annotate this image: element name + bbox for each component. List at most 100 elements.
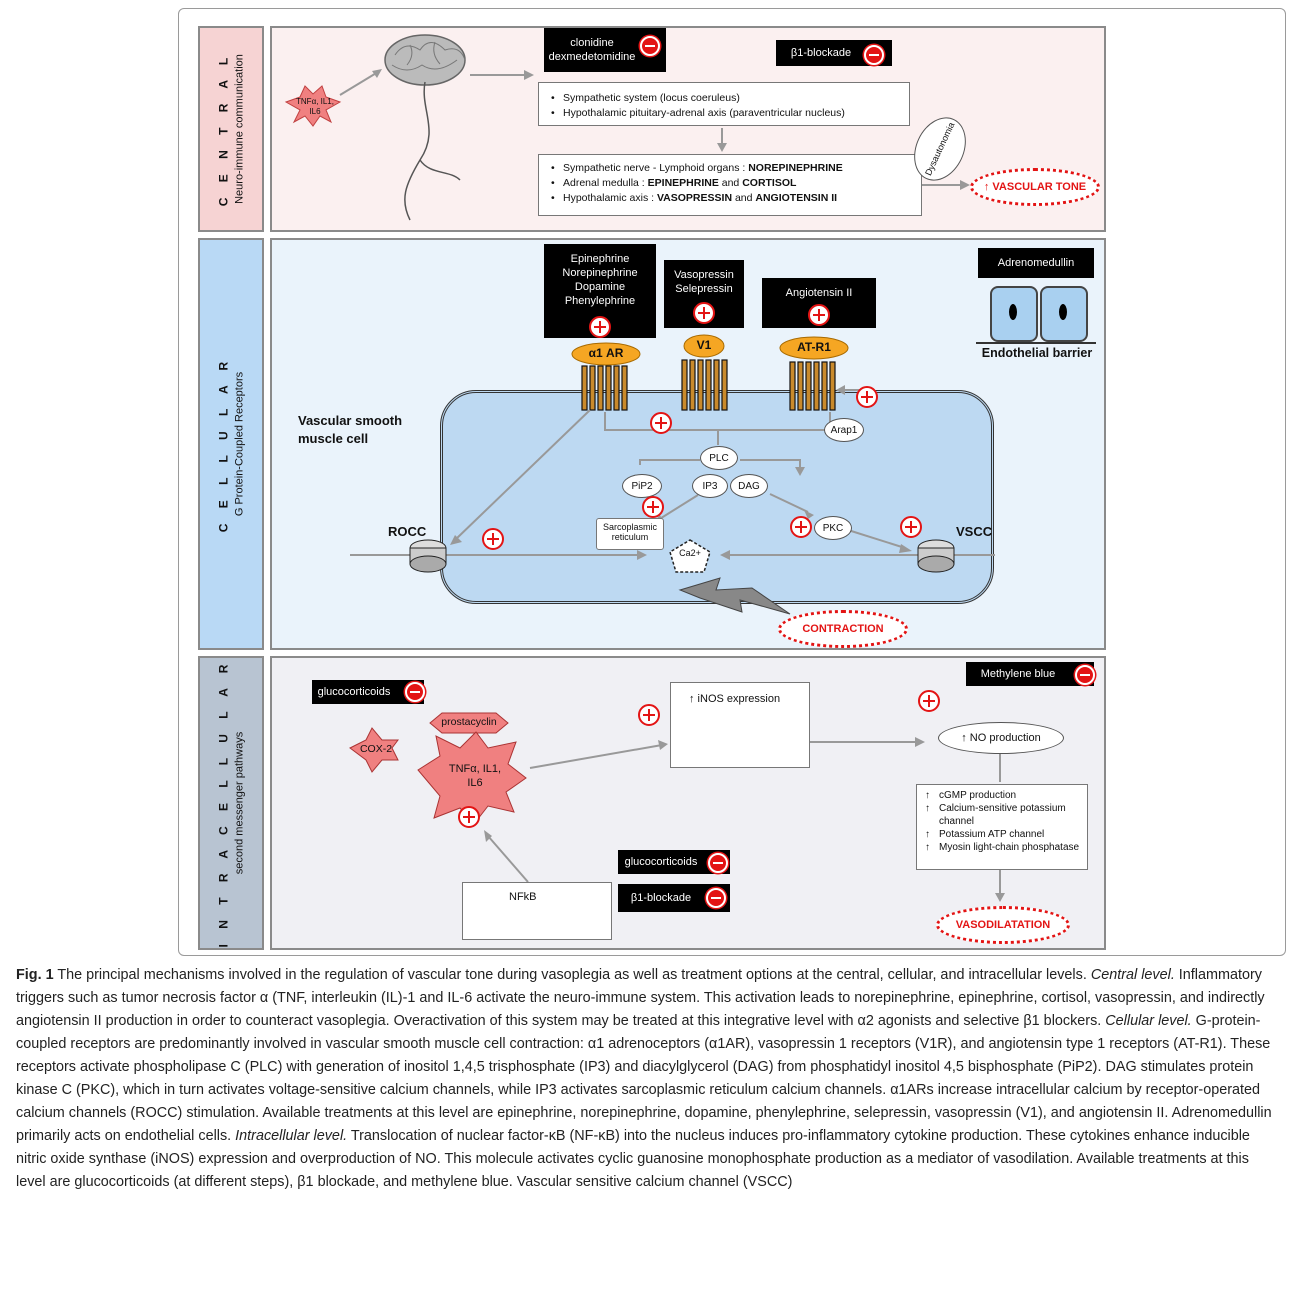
alpha1-receptor-label: α1 AR: [588, 346, 624, 360]
figure-caption: Fig. 1 The principal mechanisms involved…: [16, 967, 1272, 1190]
intracellular-side-label: I N T R A C E L L U L A R second messeng…: [198, 656, 264, 950]
rocc-channel: [409, 539, 447, 573]
atr1-receptor-label: AT-R1: [797, 340, 831, 354]
no-oval: ↑ NO production: [938, 722, 1064, 754]
methylene-label: Methylene blue: [980, 668, 1056, 680]
plc-oval: PLC: [700, 446, 738, 470]
nfkb-box: NFkB: [462, 882, 612, 940]
methylene-box: Methylene blue: [966, 662, 1094, 686]
nfkb-plus-icon: [458, 806, 480, 828]
cytokines-label: TNFα, IL1, IL6: [448, 763, 502, 789]
dexmedetomidine-label: dexmedetomidine: [548, 51, 636, 63]
pip2-label: PiP2: [631, 480, 653, 492]
prostacyclin-label: prostacyclin: [441, 716, 497, 728]
glucocorticoids-2-minus-icon: [708, 853, 728, 873]
cox2-label: COX-2: [359, 743, 393, 755]
effect-item: ↑Potassium ATP channel: [925, 829, 1045, 840]
cytokines-star: [417, 731, 527, 825]
rocc-label: ROCC: [388, 524, 427, 539]
agonist-label: Vasopressin: [674, 269, 734, 281]
vscc-channel: [917, 539, 955, 573]
agonist-label: Norepinephrine: [562, 267, 638, 279]
endothelial-nucleus: [1009, 304, 1017, 320]
vscc-label: VSCC: [956, 524, 993, 539]
glucocorticoids-2-label: glucocorticoids: [624, 856, 698, 868]
clonidine-minus-icon: [640, 36, 660, 56]
ip3-oval: IP3: [692, 474, 728, 498]
vascular-tone-oval: ↑ VASCULAR TONE: [970, 168, 1100, 206]
cellular-side-label: C E L L U L A R G Protein-Coupled Recept…: [198, 238, 264, 650]
pip2-oval: PiP2: [622, 474, 662, 498]
cell-label: Vascular smooth muscle cell: [298, 413, 403, 446]
neuro-box-1: Sympathetic system (locus coeruleus) Hyp…: [538, 82, 910, 126]
no-label: ↑ NO production: [961, 732, 1041, 744]
sr-label: Sarcoplasmic reticulum: [602, 522, 658, 542]
endothelial-label: Endothelial barrier: [981, 346, 1093, 360]
vascular-tone-label: ↑ VASCULAR TONE: [983, 181, 1087, 193]
cytokine-plus-icon: [638, 704, 660, 726]
contraction-oval: CONTRACTION: [778, 610, 908, 648]
arap1-label: Arap1: [830, 424, 858, 436]
brain-icon: [384, 34, 466, 221]
endothelial-nucleus: [1059, 304, 1067, 320]
caption-fig-label: Fig. 1: [16, 967, 54, 983]
vscc-plus-icon: [900, 516, 922, 538]
effect-item: ↑Calcium-sensitive potassium channel: [925, 803, 1066, 827]
central-side-label: C E N T R A L Neuro-immune communication: [198, 26, 264, 232]
clonidine-label: clonidine: [570, 37, 614, 49]
glucocorticoids-minus-icon: [405, 682, 425, 702]
dag-label: DAG: [738, 480, 760, 492]
dag-plus-icon: [790, 516, 812, 538]
calcium-pentagon: [669, 539, 711, 573]
agonist-label: Dopamine: [574, 281, 626, 293]
receptors-plus-icon: [650, 412, 672, 434]
agonist-label: Epinephrine: [570, 253, 630, 265]
rocc-plus-icon: [482, 528, 504, 550]
prostacyclin-hexagon: [429, 712, 509, 734]
effect-item: ↑Myosin light-chain phosphatase: [925, 842, 1080, 853]
beta-blockade-label: β1-blockade: [790, 47, 852, 59]
agonists-2-plus-icon: [693, 302, 715, 324]
sr-box: Sarcoplasmic reticulum: [596, 518, 664, 550]
cytokine-star: [284, 85, 342, 127]
intracellular-graphics: [349, 712, 1005, 929]
vasodilatation-oval: VASODILATATION: [936, 906, 1070, 944]
atr1-feedback-plus-icon: [856, 386, 878, 408]
inos-box: ↑ iNOS expression: [670, 682, 810, 768]
calcium-label: Ca2+: [679, 548, 701, 558]
central-graphics: [284, 34, 970, 221]
agonist-label: Selepressin: [675, 283, 733, 295]
vasodilatation-label: VASODILATATION: [955, 919, 1051, 931]
agonists-1-plus-icon: [589, 316, 611, 338]
agonist-label: Angiotensin II: [785, 287, 853, 299]
neuro-box-2: Sympathetic nerve - Lymphoid organs : NO…: [538, 154, 922, 216]
nfkb-label: NFkB: [509, 891, 537, 903]
endothelial-line: [976, 342, 1096, 344]
pkc-oval: PKC: [814, 516, 852, 540]
plc-label: PLC: [709, 452, 729, 464]
neuro-box-2-item: Adrenal medulla : EPINEPHRINE and CORTIS…: [551, 176, 911, 191]
adrenomedullin-box: Adrenomedullin: [978, 248, 1094, 278]
neuro-box-2-item: Hypothalamic axis : VASOPRESSIN and ANGI…: [551, 191, 911, 206]
methylene-minus-icon: [1075, 665, 1095, 685]
glucocorticoids-box: glucocorticoids: [312, 680, 424, 704]
neuro-box-1-item: Sympathetic system (locus coeruleus): [551, 91, 899, 106]
neuro-box-1-item: Hypothalamic pituitary-adrenal axis (par…: [551, 106, 899, 121]
angiotensin-plus-icon: [808, 304, 830, 326]
cox2-star: [349, 727, 399, 773]
v1-receptor-label: V1: [696, 338, 712, 352]
effects-box: ↑cGMP production ↑Calcium-sensitive pota…: [916, 784, 1088, 870]
beta-blockade-2-label: β1-blockade: [630, 892, 692, 904]
beta-blockade-minus-icon: [864, 45, 884, 65]
agonist-label: Phenylephrine: [564, 295, 636, 307]
ip3-label: IP3: [702, 480, 718, 492]
cytokine-label: TNFα, IL1, IL6: [296, 97, 334, 116]
cellular-graphics: [350, 334, 995, 615]
figure-frame: [178, 8, 1286, 956]
dag-oval: DAG: [730, 474, 768, 498]
pkc-label: PKC: [822, 522, 844, 534]
arap1-oval: Arap1: [824, 418, 864, 442]
effect-item: ↑cGMP production: [925, 790, 1017, 801]
lightning-icon: [678, 577, 791, 615]
inos-label: ↑ iNOS expression: [689, 693, 781, 705]
